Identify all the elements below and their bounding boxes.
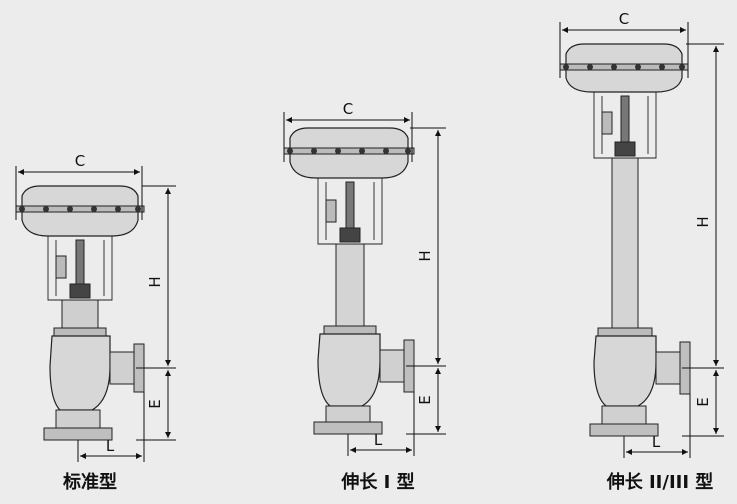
extension-bonnet [335, 243, 365, 329]
caption-extended-1: 伸长 I 型 [340, 471, 414, 493]
dim-e-label: E [146, 399, 164, 408]
stem-connector [614, 141, 636, 157]
dim-c-label: C [619, 10, 629, 28]
actuator-flange [283, 147, 415, 155]
actuator-bottom-cover [565, 67, 683, 93]
valve-body [593, 335, 657, 407]
actuator-flange [15, 205, 145, 213]
bottom-flange [589, 423, 659, 437]
dim-h-label: H [416, 250, 434, 261]
valve-standard: C H E L 标准型 [15, 152, 176, 493]
caption-extended-2-3: 伸长 II/III 型 [606, 471, 714, 493]
bonnet [61, 299, 99, 331]
actuator-top-cover [21, 185, 139, 209]
side-port [379, 349, 405, 383]
actuator-top-cover [289, 127, 409, 151]
dim-e-label: E [416, 395, 434, 404]
actuator-bottom-cover [21, 209, 139, 237]
dim-e-label: E [694, 397, 712, 406]
stroke-indicator [601, 111, 613, 135]
dim-c-label: C [343, 100, 353, 118]
dim-l-label: L [106, 437, 115, 455]
bottom-flange [43, 427, 113, 441]
actuator-bottom-cover [289, 151, 409, 179]
stem-connector [339, 227, 361, 243]
dim-h-label: H [146, 276, 164, 287]
stroke-indicator [55, 255, 67, 279]
valve-extended-2-3: C H E L 伸长 II/III 型 [559, 10, 724, 493]
valve-body [317, 333, 381, 407]
actuator-flange [559, 63, 689, 71]
dim-c-label: C [75, 152, 85, 170]
valve-extended-1: C H E L 伸长 I 型 [283, 100, 446, 493]
valve-body [49, 335, 111, 411]
dim-h-label: H [694, 216, 712, 227]
bottom-flange [313, 421, 383, 435]
dim-l-label: L [374, 431, 383, 449]
extension-bonnet [611, 157, 639, 331]
dim-l-label: L [652, 433, 661, 451]
caption-standard: 标准型 [62, 471, 117, 493]
side-port [655, 351, 681, 385]
stem-connector [69, 283, 91, 299]
side-port [109, 351, 135, 385]
actuator-top-cover [565, 43, 683, 67]
stroke-indicator [325, 199, 337, 223]
